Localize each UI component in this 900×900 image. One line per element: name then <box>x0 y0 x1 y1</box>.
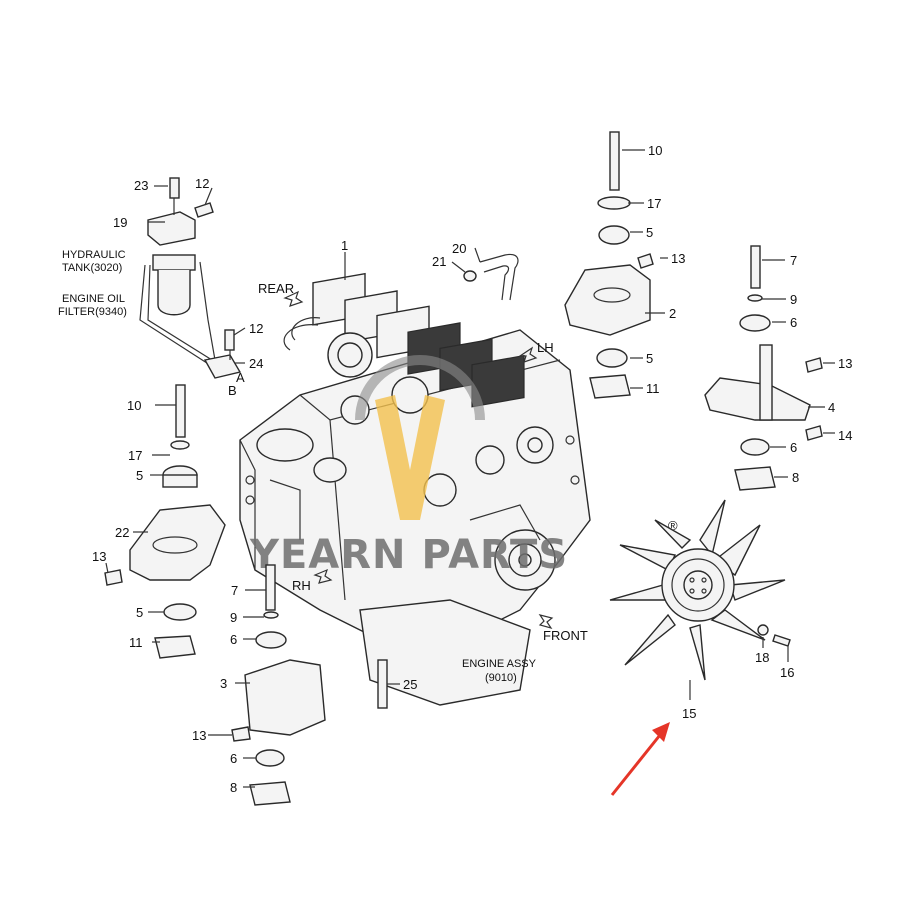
callout-15: 15 <box>682 706 696 721</box>
callout-18: 18 <box>755 650 769 665</box>
callout-5b: 5 <box>136 605 143 620</box>
point-a-label: A <box>236 370 245 385</box>
fan-bolts <box>757 624 791 662</box>
callout-13a: 13 <box>92 549 106 564</box>
callout-7a: 7 <box>231 583 238 598</box>
watermark-logo-icon <box>375 395 445 520</box>
right-mount-assembly <box>564 131 823 491</box>
direction-markers: REAR LH RH FRONT <box>258 281 588 643</box>
watermark: YEARN PARTS ® <box>249 355 678 578</box>
arrow-front-icon <box>538 614 554 630</box>
callout-2: 2 <box>669 306 676 321</box>
watermark-ring-icon <box>355 355 485 421</box>
pointer-arrow <box>610 722 670 796</box>
leader-lines <box>105 149 835 788</box>
callout-8a: 8 <box>230 780 237 795</box>
callout-9b: 9 <box>790 292 797 307</box>
callout-21: 21 <box>432 254 446 269</box>
callout-19: 19 <box>113 215 127 230</box>
arrow-lh-icon <box>518 346 538 363</box>
callout-13b: 13 <box>671 251 685 266</box>
callout-6d: 6 <box>790 440 797 455</box>
engine-assy-label-line2: (9010) <box>485 672 517 684</box>
hydraulic-tank-label-line1: HYDRAULIC <box>62 249 126 261</box>
callout-6c: 6 <box>790 315 797 330</box>
callout-13d: 13 <box>838 356 852 371</box>
callout-6a: 6 <box>230 632 237 647</box>
callout-25: 25 <box>403 677 417 692</box>
callout-11b: 11 <box>129 635 143 650</box>
callout-9a: 9 <box>230 610 237 625</box>
oil-filter-bracket <box>139 177 242 379</box>
callout-10b: 10 <box>127 398 141 413</box>
callout-12b: 12 <box>249 321 263 336</box>
cooling-fan <box>609 499 786 681</box>
callout-10a: 10 <box>648 143 662 158</box>
callout-23: 23 <box>134 178 148 193</box>
callout-14: 14 <box>838 428 852 443</box>
engine-oil-filter-label-line1: ENGINE OIL <box>62 293 125 305</box>
callout-13c: 13 <box>192 728 206 743</box>
callout-labels: 1 2 3 4 5 5 5 5 6 6 6 6 7 7 8 8 9 9 10 1… <box>92 143 852 795</box>
callout-5a: 5 <box>136 468 143 483</box>
callout-20: 20 <box>452 241 466 256</box>
direction-lh: LH <box>537 340 554 355</box>
point-b-label: B <box>228 383 237 398</box>
watermark-text: YEARN PARTS <box>249 532 568 578</box>
callout-17a: 17 <box>128 448 142 463</box>
arrow-rear-icon <box>283 290 304 307</box>
direction-rear: REAR <box>258 281 294 296</box>
misc-parts <box>377 253 519 709</box>
callout-4: 4 <box>828 400 835 415</box>
left-mount-assembly <box>104 384 326 806</box>
callout-1: 1 <box>341 238 348 253</box>
engine-assy-label-line1: ENGINE ASSY <box>462 658 537 670</box>
direction-rh: RH <box>292 578 311 593</box>
callout-8b: 8 <box>792 470 799 485</box>
callout-12a: 12 <box>195 176 209 191</box>
engine-oil-filter-label-line2: FILTER(9340) <box>58 306 127 318</box>
annotations: HYDRAULIC TANK(3020) ENGINE OIL FILTER(9… <box>58 249 537 684</box>
callout-5c: 5 <box>646 225 653 240</box>
callout-22: 22 <box>115 525 129 540</box>
callout-24: 24 <box>249 356 263 371</box>
callout-3: 3 <box>220 676 227 691</box>
callout-16: 16 <box>780 665 794 680</box>
registered-mark: ® <box>668 518 678 533</box>
callout-6b: 6 <box>230 751 237 766</box>
callout-11a: 11 <box>646 381 660 396</box>
direction-front: FRONT <box>543 628 588 643</box>
callout-5d: 5 <box>646 351 653 366</box>
hydraulic-tank-label-line2: TANK(3020) <box>62 262 122 274</box>
arrow-rh-icon <box>313 568 333 584</box>
callout-7b: 7 <box>790 253 797 268</box>
callout-17b: 17 <box>647 196 661 211</box>
